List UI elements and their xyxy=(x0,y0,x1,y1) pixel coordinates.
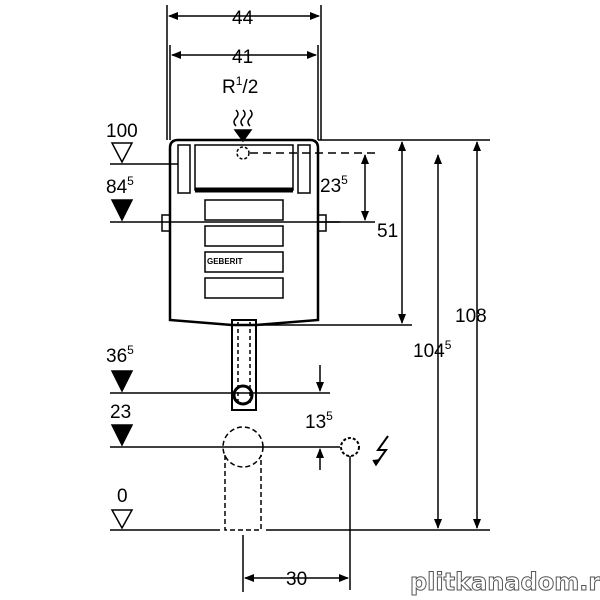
flush-pipe xyxy=(231,319,257,411)
level-23-label: 23 xyxy=(110,402,131,423)
thread-label: R1/2 xyxy=(222,74,258,98)
electricity-icon xyxy=(375,435,389,465)
level-100-label: 100 xyxy=(106,121,138,142)
watermark: plitkanadom.ru xyxy=(410,568,600,596)
level-84-label: 845 xyxy=(106,174,134,198)
drain-pipe-dashed xyxy=(224,455,262,531)
dim-30-label: 30 xyxy=(286,569,307,590)
cistern-tank xyxy=(161,138,327,327)
dim-44-label: 44 xyxy=(232,8,254,29)
level-0-label: 0 xyxy=(117,486,128,507)
level-marker-open xyxy=(110,142,134,164)
water-inlet-icon xyxy=(233,109,253,127)
dim-13-label: 135 xyxy=(305,409,333,433)
power-socket-icon xyxy=(340,437,360,457)
brand-logo: GEBERIT xyxy=(207,257,243,266)
dim-41-label: 41 xyxy=(232,47,253,68)
dim-23-label: 235 xyxy=(320,173,348,197)
dim-51-label: 51 xyxy=(377,221,398,242)
dim-108-label: 108 xyxy=(455,306,487,327)
dim-104-label: 1045 xyxy=(413,338,452,362)
level-36-label: 365 xyxy=(106,343,134,367)
